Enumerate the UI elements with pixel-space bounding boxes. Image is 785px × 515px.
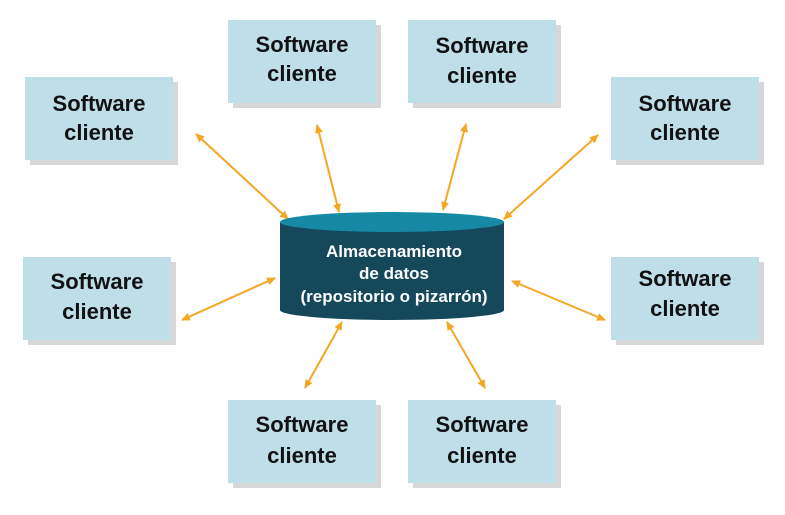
client-box-top-left: Software cliente bbox=[25, 77, 178, 165]
connector-arrow-mid-right bbox=[511, 280, 606, 321]
client-label-line1: Software bbox=[53, 91, 146, 116]
client-box-bg bbox=[25, 77, 173, 160]
client-box-top-center-right: Software cliente bbox=[408, 20, 561, 108]
client-box-bg bbox=[611, 77, 759, 160]
client-label-line1: Software bbox=[436, 412, 529, 437]
client-box-bg bbox=[228, 20, 376, 103]
client-label-line1: Software bbox=[639, 91, 732, 116]
client-box-mid-right: Software cliente bbox=[611, 257, 764, 345]
client-label-line1: Software bbox=[639, 266, 732, 291]
data-store-label-line1: Almacenamiento bbox=[326, 242, 462, 261]
cylinder-top bbox=[280, 212, 504, 232]
client-label-line1: Software bbox=[256, 412, 349, 437]
client-label-line2: cliente bbox=[447, 443, 517, 468]
client-label-line2: cliente bbox=[267, 61, 337, 86]
connector-arrow-top-left bbox=[195, 133, 289, 220]
client-box-bg bbox=[228, 400, 376, 483]
client-label-line1: Software bbox=[51, 269, 144, 294]
client-label-line2: cliente bbox=[650, 296, 720, 321]
connector-arrow-top-center-left bbox=[315, 124, 341, 213]
client-box-bg bbox=[408, 20, 556, 103]
connector-arrow-top-right bbox=[503, 134, 599, 220]
connectors bbox=[181, 123, 606, 389]
client-box-bottom-right: Software cliente bbox=[408, 400, 561, 488]
connector-arrow-bottom-left bbox=[304, 321, 343, 389]
client-box-bg bbox=[611, 257, 759, 340]
client-box-bg bbox=[408, 400, 556, 483]
connector-arrow-bottom-right bbox=[446, 321, 486, 389]
client-label-line1: Software bbox=[256, 32, 349, 57]
client-label-line2: cliente bbox=[267, 443, 337, 468]
client-box-bg bbox=[23, 257, 171, 340]
client-label-line2: cliente bbox=[64, 120, 134, 145]
client-box-mid-left: Software cliente bbox=[23, 257, 176, 345]
client-label-line2: cliente bbox=[650, 120, 720, 145]
client-label-line1: Software bbox=[436, 33, 529, 58]
connector-arrow-mid-left bbox=[181, 277, 276, 321]
connector-arrow-top-center-right bbox=[441, 123, 468, 211]
data-store-label-line3: (repositorio o pizarrón) bbox=[301, 287, 488, 306]
client-box-top-center-left: Software cliente bbox=[228, 20, 381, 108]
data-store-cylinder: Almacenamiento de datos (repositorio o p… bbox=[280, 212, 504, 320]
cylinder-body bbox=[280, 222, 504, 320]
client-label-line2: cliente bbox=[447, 63, 517, 88]
data-store-label-line2: de datos bbox=[359, 264, 429, 283]
client-label-line2: cliente bbox=[62, 299, 132, 324]
client-box-bottom-left: Software cliente bbox=[228, 400, 381, 488]
client-box-top-right: Software cliente bbox=[611, 77, 764, 165]
